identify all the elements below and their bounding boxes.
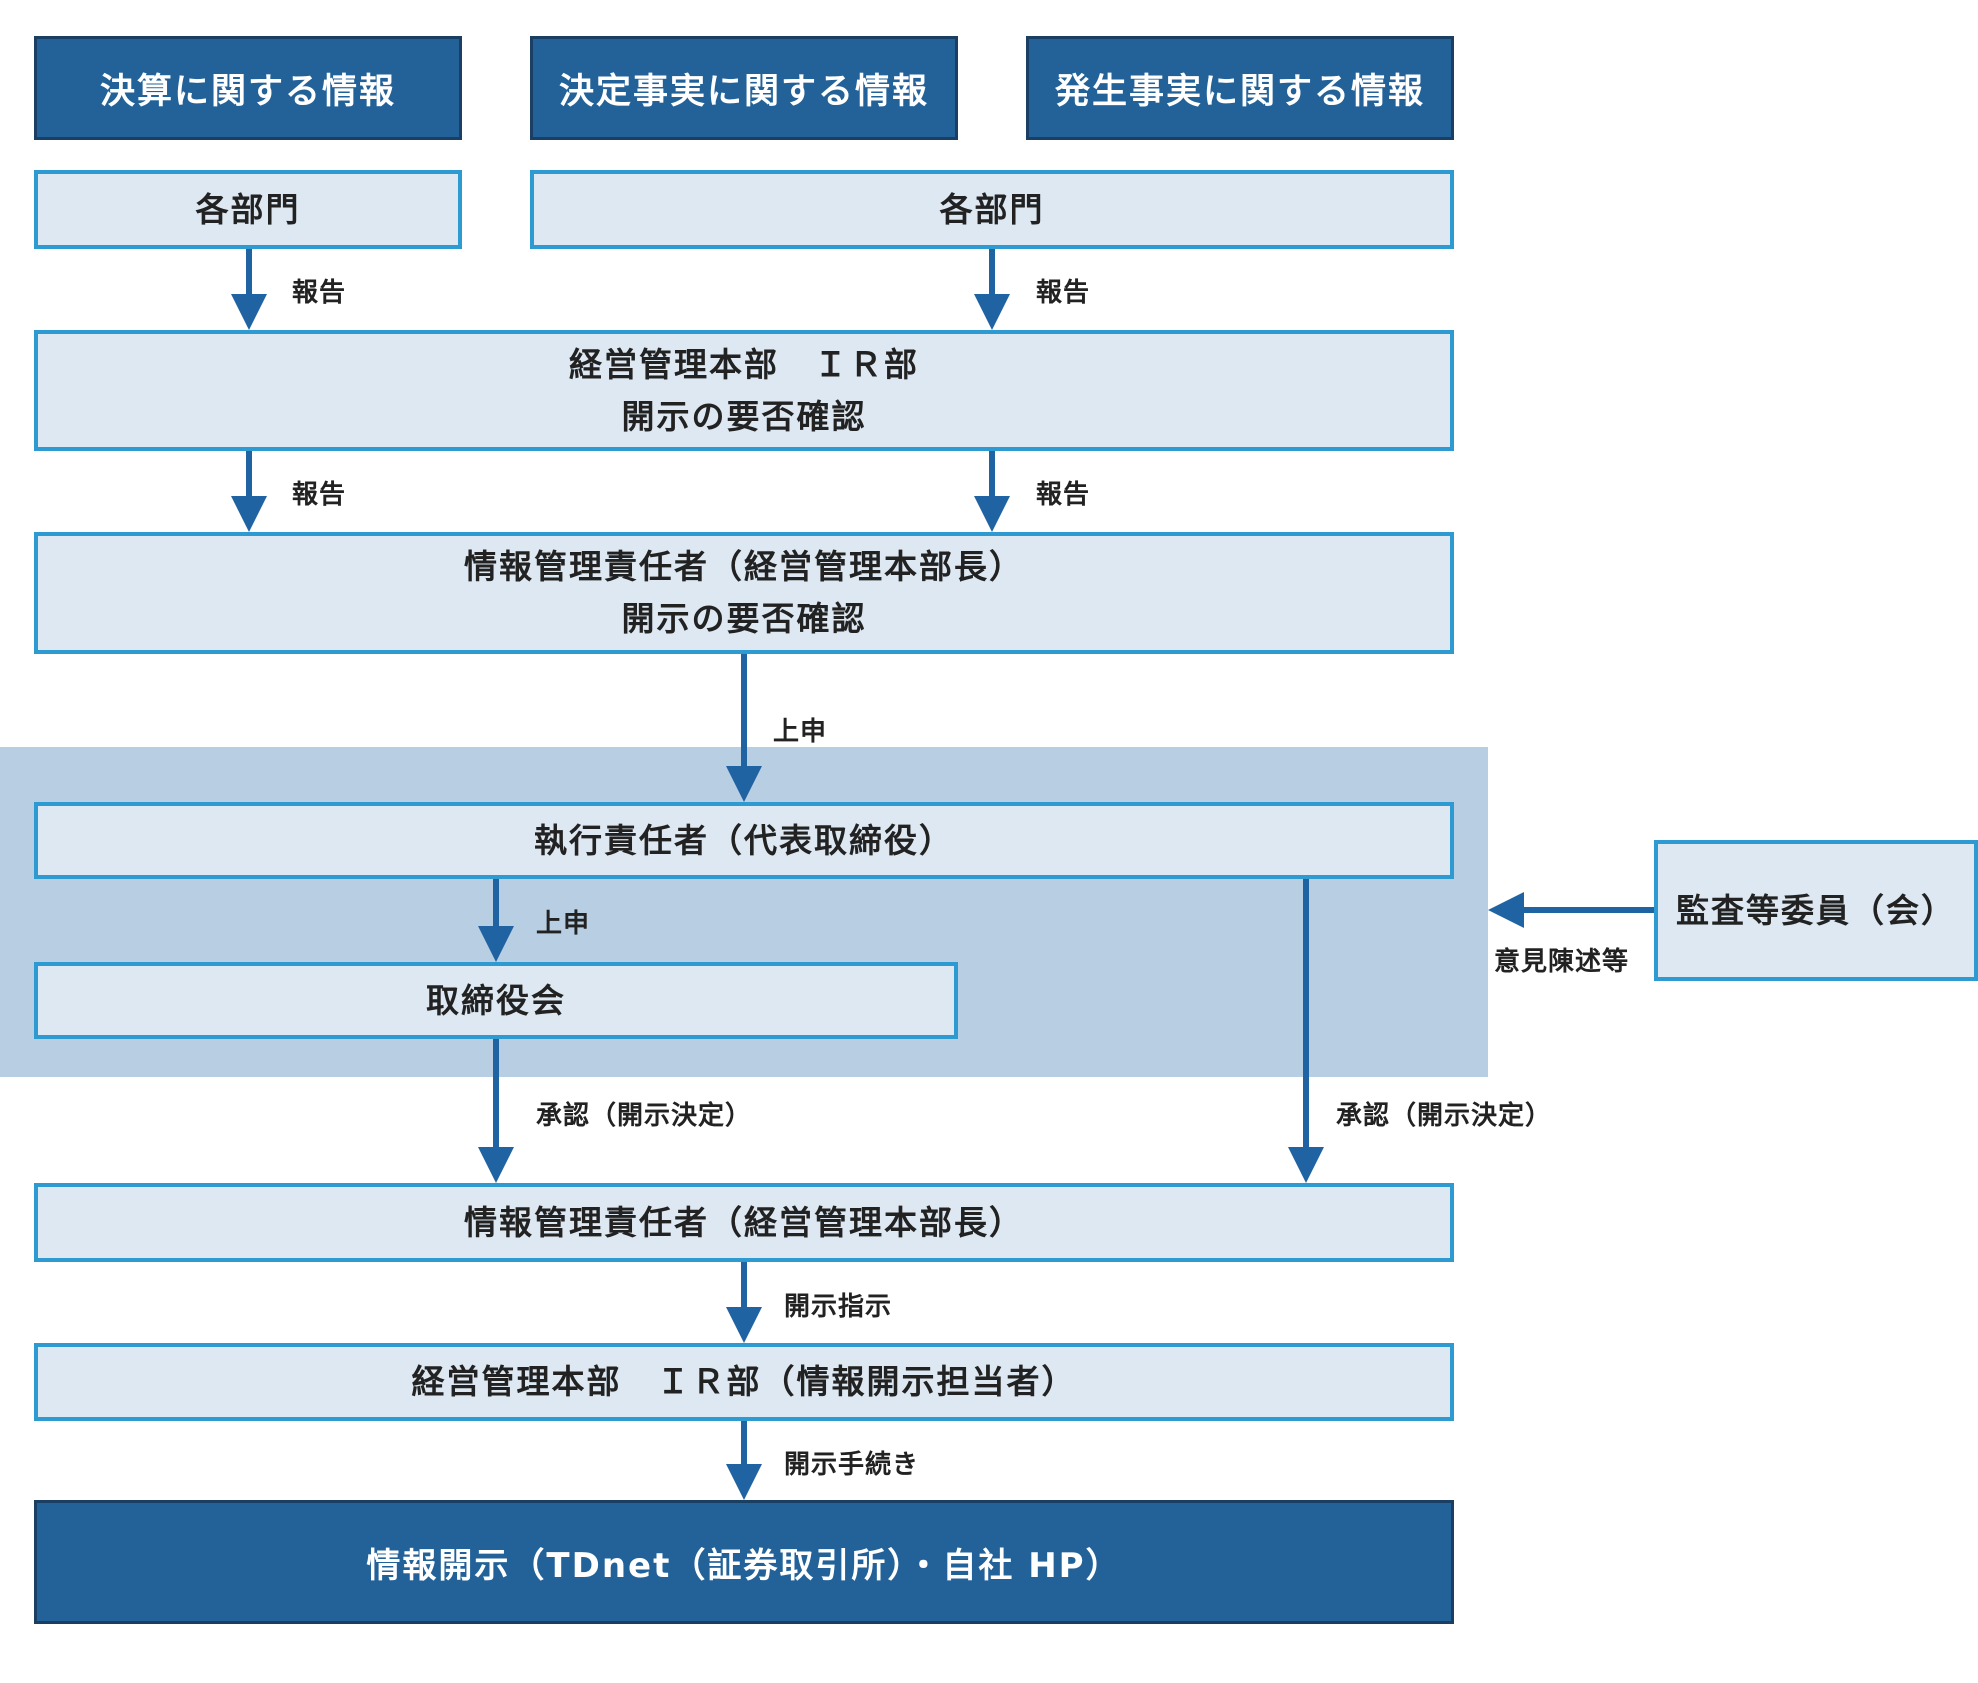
dept-right-box: 各部門 bbox=[530, 170, 1454, 249]
board-box: 取締役会 bbox=[34, 962, 958, 1039]
audit-committee-label: 監査等委員（会） bbox=[1676, 890, 1956, 930]
label-opinion: 意見陳述等 bbox=[1494, 947, 1630, 977]
dept-left-box: 各部門 bbox=[34, 170, 462, 249]
manager-final-box: 情報管理責任者（経営管理本部長） bbox=[34, 1183, 1454, 1262]
label-submit-1: 上申 bbox=[773, 717, 828, 747]
label-procedure: 開示手続き bbox=[784, 1450, 920, 1480]
label-report-1: 報告 bbox=[292, 278, 347, 308]
label-report-3: 報告 bbox=[292, 480, 347, 510]
category-settlement: 決算に関する情報 bbox=[34, 36, 462, 140]
dept-right-label: 各部門 bbox=[939, 189, 1045, 229]
ir-staff-label: 経営管理本部 ＩＲ部（情報開示担当者） bbox=[411, 1362, 1077, 1401]
label-instruction: 開示指示 bbox=[784, 1292, 893, 1322]
audit-committee-box: 監査等委員（会） bbox=[1654, 840, 1978, 981]
executive-box: 執行責任者（代表取締役） bbox=[34, 802, 1454, 879]
ir-staff-box: 経営管理本部 ＩＲ部（情報開示担当者） bbox=[34, 1343, 1454, 1421]
category-settlement-label: 決算に関する情報 bbox=[99, 71, 396, 112]
category-occurrence-facts-label: 発生事実に関する情報 bbox=[1054, 71, 1425, 112]
disclosure-box: 情報開示（TDnet（証券取引所）・自社 HP） bbox=[34, 1500, 1454, 1624]
manager-review-line1: 情報管理責任者（経営管理本部長） bbox=[464, 547, 1024, 586]
ir-review-line1: 経営管理本部 ＩＲ部 bbox=[569, 344, 919, 384]
board-label: 取締役会 bbox=[426, 980, 566, 1020]
label-approval-1: 承認（開示決定） bbox=[536, 1101, 753, 1131]
manager-final-label: 情報管理責任者（経営管理本部長） bbox=[464, 1202, 1024, 1242]
category-occurrence-facts: 発生事実に関する情報 bbox=[1026, 36, 1454, 140]
label-report-2: 報告 bbox=[1036, 278, 1091, 308]
manager-review-box: 情報管理責任者（経営管理本部長） 開示の要否確認 bbox=[34, 532, 1454, 654]
label-report-4: 報告 bbox=[1036, 480, 1091, 510]
category-decision-facts: 決定事実に関する情報 bbox=[530, 36, 958, 140]
category-decision-facts-label: 決定事実に関する情報 bbox=[558, 71, 929, 112]
manager-review-line2: 開示の要否確認 bbox=[621, 599, 867, 638]
dept-left-label: 各部門 bbox=[195, 189, 301, 229]
label-approval-2: 承認（開示決定） bbox=[1336, 1101, 1553, 1131]
ir-review-line2: 開示の要否確認 bbox=[621, 396, 867, 436]
ir-review-box: 経営管理本部 ＩＲ部 開示の要否確認 bbox=[34, 330, 1454, 451]
executive-label: 執行責任者（代表取締役） bbox=[534, 820, 954, 860]
label-submit-2: 上申 bbox=[536, 909, 591, 939]
disclosure-label: 情報開示（TDnet（証券取引所）・自社 HP） bbox=[366, 1545, 1122, 1586]
